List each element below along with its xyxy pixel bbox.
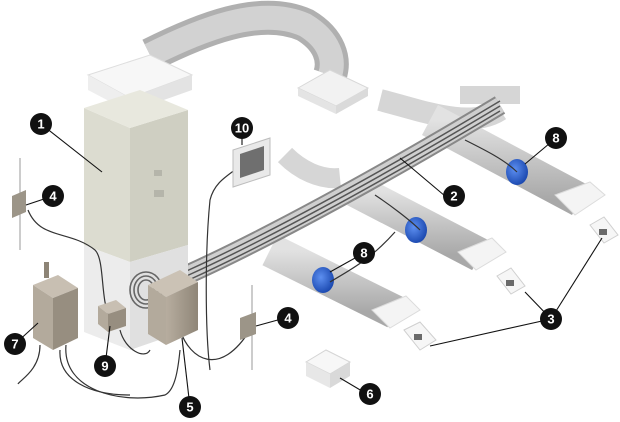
wiring	[17, 139, 518, 399]
callout-4a: 4	[42, 185, 64, 207]
power-supply-icon	[33, 262, 78, 350]
control-board-icon	[148, 270, 198, 345]
junction-box-icon	[98, 300, 126, 332]
svg-text:3: 3	[547, 312, 554, 327]
callout-7: 7	[4, 333, 26, 355]
svg-text:8: 8	[552, 131, 559, 146]
svg-text:5: 5	[186, 400, 193, 415]
svg-text:4: 4	[49, 189, 57, 204]
module-box-icon	[304, 349, 352, 388]
callout-8a: 8	[545, 127, 567, 149]
svg-text:7: 7	[11, 337, 18, 352]
air-handler-icon	[84, 54, 194, 350]
callout-2: 2	[443, 185, 465, 207]
thermostat-display-icon	[232, 137, 271, 188]
callout-4b: 4	[277, 307, 299, 329]
callout-1: 1	[30, 113, 52, 135]
room-vents-icon	[403, 216, 619, 351]
svg-text:2: 2	[450, 189, 457, 204]
callout-8b: 8	[353, 242, 375, 264]
svg-text:9: 9	[101, 359, 108, 374]
callout-6: 6	[359, 383, 381, 405]
return-duct	[142, 0, 370, 114]
svg-text:10: 10	[235, 121, 249, 136]
svg-text:8: 8	[360, 246, 367, 261]
svg-text:1: 1	[37, 117, 44, 132]
svg-text:6: 6	[366, 387, 373, 402]
callout-5: 5	[179, 396, 201, 418]
wall-switch-icon	[12, 158, 256, 370]
callout-9: 9	[94, 355, 116, 377]
callouts: 1 10 8 2 4 8 4 7 9 5 3 6	[4, 113, 567, 418]
callout-10: 10	[231, 117, 253, 139]
svg-text:4: 4	[284, 311, 292, 326]
callout-3: 3	[540, 308, 562, 330]
